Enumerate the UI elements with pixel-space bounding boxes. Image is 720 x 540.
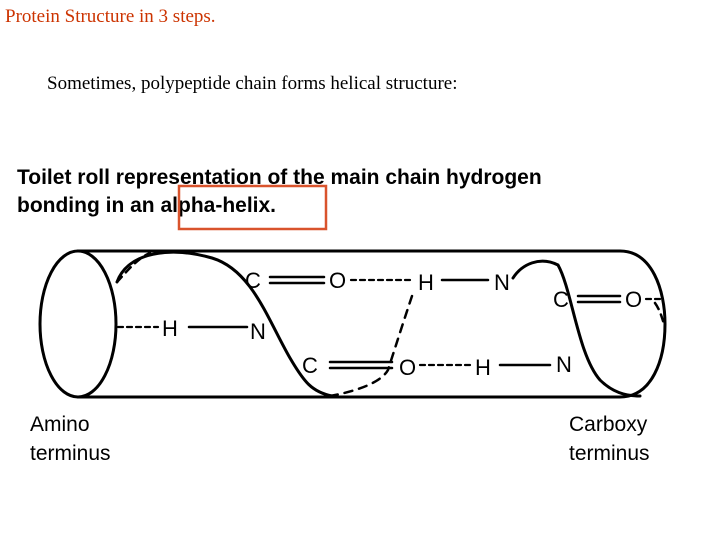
helix-backbone	[115, 250, 666, 398]
atom-n2: N	[556, 352, 572, 377]
helix-arc-1	[115, 250, 334, 398]
carboxy-terminus-line-2: terminus	[569, 442, 650, 465]
atom-h1: H	[418, 270, 434, 295]
back-helix-middle	[328, 294, 414, 398]
amino-terminus-line-1: Amino	[30, 413, 90, 436]
caption-highlight: alpha-helix.	[160, 194, 276, 217]
slide-subtitle: Sometimes, polypeptide chain forms helic…	[47, 73, 458, 94]
helix-arc-2	[511, 259, 642, 398]
carboxy-terminus-line-1: Carboxy	[569, 413, 648, 436]
atom-c1: C	[245, 268, 261, 293]
atom-o3: O	[625, 287, 642, 312]
atom-h2: H	[475, 355, 491, 380]
atom-c2: C	[302, 353, 318, 378]
cylinder-outline	[76, 249, 667, 399]
atom-labels: C O H N H N C O H N C O	[162, 268, 642, 380]
caption-line-2: bonding in an alpha-helix.	[17, 194, 276, 217]
atom-h-left: H	[162, 316, 178, 341]
atom-n-left: N	[250, 319, 266, 344]
atom-c3: C	[553, 287, 569, 312]
back-helix-right	[653, 301, 666, 326]
atom-o2: O	[399, 355, 416, 380]
highlight-box	[177, 184, 328, 231]
bonds	[116, 275, 664, 370]
slide-title: Protein Structure in 3 steps.	[5, 6, 216, 27]
back-helix-left	[115, 251, 152, 284]
atom-o1: O	[329, 268, 346, 293]
caption-line-1: Toilet roll representation of the main c…	[17, 166, 542, 189]
cylinder	[38, 249, 667, 399]
amino-terminus-line-2: terminus	[30, 442, 111, 465]
amino-end-ellipse	[38, 249, 118, 399]
atom-n1: N	[494, 270, 510, 295]
alpha-helix-diagram: Toilet roll representation of the main c…	[17, 166, 667, 465]
